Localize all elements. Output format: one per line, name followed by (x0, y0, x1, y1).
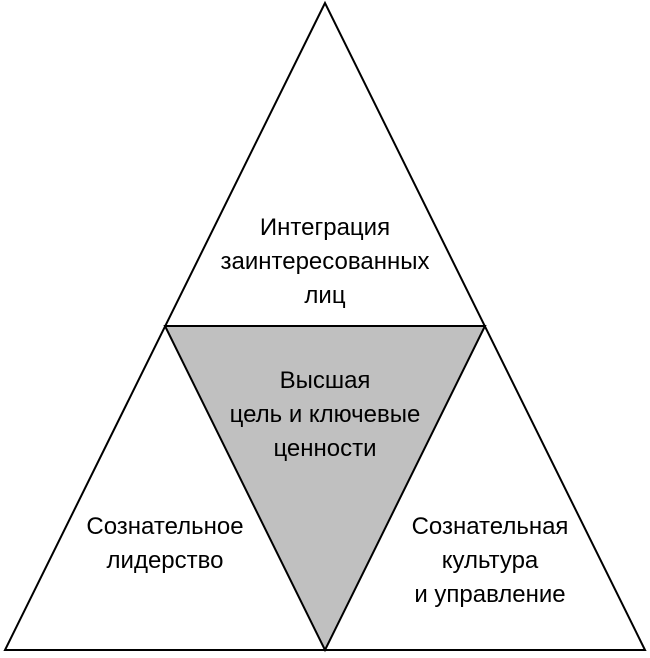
top-line-3: лиц (304, 282, 346, 309)
center-line-3: ценности (273, 435, 377, 462)
left-line-1: Сознательное (86, 513, 244, 540)
right-section-label: Сознательная культура и управление (385, 510, 595, 612)
left-line-2: лидерство (106, 547, 224, 574)
center-line-2: цель и ключевые (229, 401, 421, 428)
top-section-label: Интеграция заинтересованных лиц (205, 211, 445, 313)
right-line-2: культура (441, 547, 539, 574)
right-line-3: и управление (414, 581, 566, 608)
center-section-label: Высшая цель и ключевые ценности (205, 364, 445, 466)
left-section-label: Сознательное лидерство (60, 510, 270, 578)
top-line-1: Интеграция (259, 214, 391, 241)
center-line-1: Высшая (279, 367, 371, 394)
top-line-2: заинтересованных (220, 248, 430, 275)
right-line-1: Сознательная (411, 513, 569, 540)
center-triangle (163, 325, 487, 653)
